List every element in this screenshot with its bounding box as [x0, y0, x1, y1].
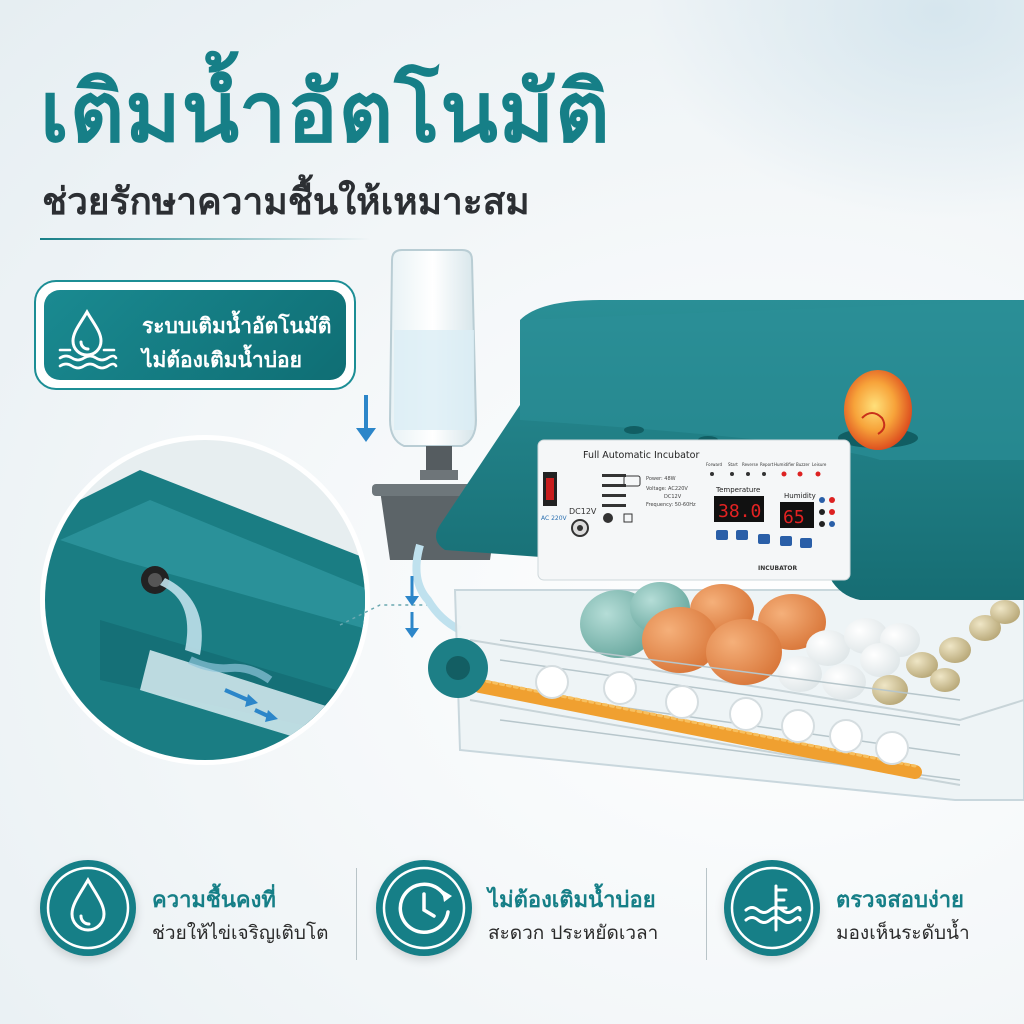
- feature-subtitle: มองเห็นระดับน้ำ: [836, 922, 970, 944]
- divider: [40, 238, 370, 240]
- btn-label-leisure: Leisure: [812, 462, 827, 467]
- incubator-illustration: AC 220V DC12V Full Automatic Incubator P…: [40, 249, 1024, 801]
- dc-port-label: DC12V: [569, 507, 597, 516]
- control-panel: AC 220V DC12V Full Automatic Incubator P…: [537, 439, 851, 581]
- feature-divider: [706, 868, 707, 960]
- arrow-down-icon: [356, 395, 376, 442]
- eggs: [580, 582, 1020, 705]
- feature-title: ความชื้นคงที่: [152, 888, 276, 913]
- panel-power: Power: 48W: [646, 476, 676, 482]
- btn-label-humidifier: Humidifier: [774, 462, 795, 467]
- auto-fill-badge: ระบบเติมน้ำอัตโนมัติ ไม่ต้องเติมน้ำบ่อย: [34, 280, 356, 390]
- feature-row: ความชื้นคงที่ ช่วยให้ไข่เจริญเติบโต ไม่ต…: [0, 850, 1024, 980]
- candling-egg: [844, 370, 912, 450]
- detail-zoom-circle: [40, 435, 370, 765]
- btn-label-report: Report: [760, 462, 774, 467]
- feature-subtitle: ช่วยให้ไข่เจริญเติบโต: [152, 922, 329, 944]
- btn-label-forward: Forward: [706, 462, 723, 467]
- temperature-label: Temperature: [715, 486, 760, 494]
- badge-line-1: ระบบเติมน้ำอัตโนมัติ: [142, 314, 332, 338]
- water-level-icon: [724, 860, 820, 956]
- temperature-display: 38.0: [718, 501, 761, 522]
- brand-label: INCUBATOR: [758, 565, 797, 572]
- feature-divider: [356, 868, 357, 960]
- feature-title: ตรวจสอบง่าย: [836, 888, 964, 913]
- badge-line-2: ไม่ต้องเติมน้ำบ่อย: [142, 348, 302, 372]
- clock-icon: [376, 860, 472, 956]
- water-drop-icon: [40, 860, 136, 956]
- subheadline: ช่วยรักษาความชื้นให้เหมาะสม: [42, 180, 530, 223]
- panel-title: Full Automatic Incubator: [583, 450, 699, 461]
- badge-panel: ระบบเติมน้ำอัตโนมัติ ไม่ต้องเติมน้ำบ่อย: [44, 290, 346, 380]
- btn-label-reverse: Reverse: [742, 462, 759, 467]
- water-drop-waves-icon: [56, 308, 118, 370]
- panel-frequency: Frequency: 50-60Hz: [646, 502, 696, 508]
- humidity-display: 65: [783, 507, 805, 528]
- feature-title: ไม่ต้องเติมน้ำบ่อย: [488, 888, 656, 913]
- panel-voltage: Voltage: AC220V: [646, 486, 688, 492]
- headline: เติมน้ำอัตโนมัติ: [40, 63, 611, 161]
- panel-dc: DC12V: [664, 494, 682, 500]
- egg-tray: [428, 638, 961, 781]
- ac-label: AC 220V: [541, 515, 568, 522]
- btn-label-start: Start: [728, 462, 738, 467]
- control-buttons[interactable]: [716, 530, 812, 548]
- btn-label-buzzer: Buzzer: [796, 462, 810, 467]
- feature-subtitle: สะดวก ประหยัดเวลา: [488, 922, 659, 944]
- humidity-label: Humidity: [784, 492, 816, 500]
- background-decoration: [644, 0, 1024, 220]
- arrow-down-icon: [405, 576, 419, 638]
